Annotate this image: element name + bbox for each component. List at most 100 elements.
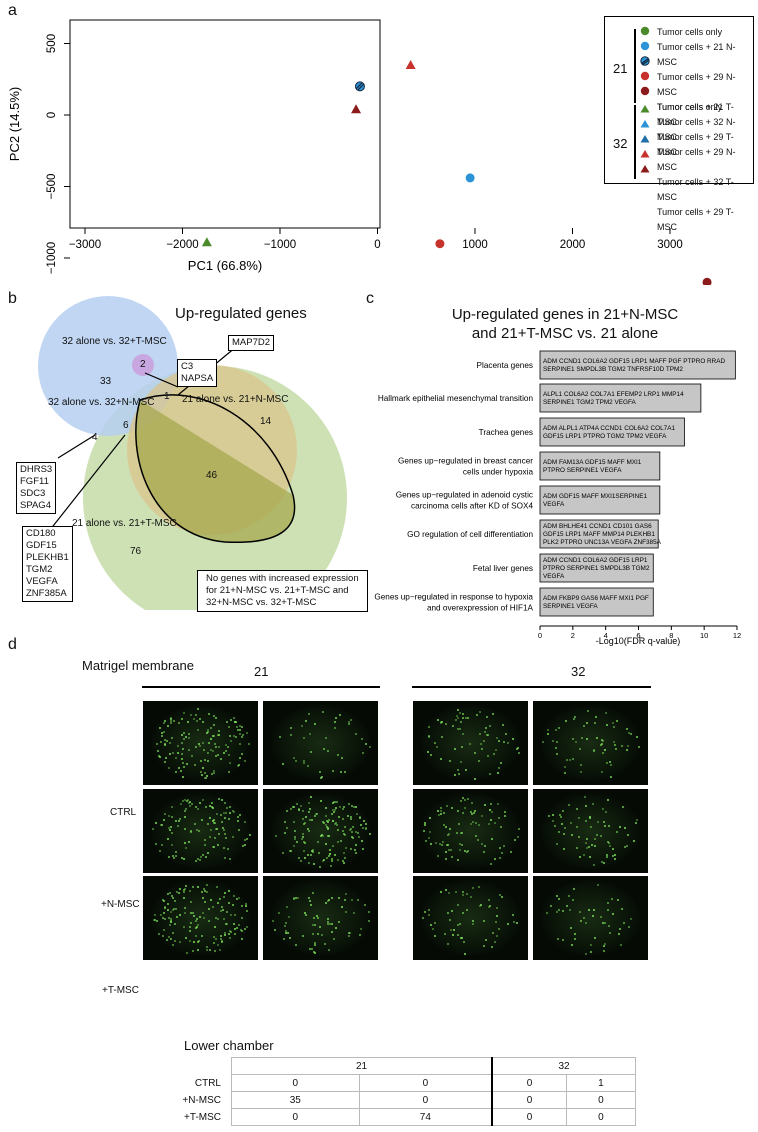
legend-bracket-32 xyxy=(634,105,636,179)
gsea-category-label: Hallmark epithelial mesenchymal transiti… xyxy=(378,394,534,403)
pca-xlabel: PC1 (66.8%) xyxy=(188,258,262,273)
pca-ytick-label: 500 xyxy=(46,34,58,53)
micrograph-image xyxy=(143,789,258,873)
pca-xtick-label: −1000 xyxy=(264,239,296,251)
panel-label-d: d xyxy=(8,636,17,653)
gsea-bar-chart: ADM CCND1 COL6A2 GDF15 LRP1 MAFF PGF PTP… xyxy=(374,350,741,646)
gsea-category-label: Placenta genes xyxy=(477,361,533,370)
venn-label-set2: 32 alone vs. 32+N-MSC xyxy=(48,397,155,408)
gsea-bar xyxy=(539,519,659,549)
gene-box-cd180: CD180 GDF15 PLEKHB1 TGM2 VEGFA ZNF385A xyxy=(22,526,73,602)
gsea-xtick-label: 10 xyxy=(700,631,708,640)
pca-point xyxy=(355,81,365,91)
col-32-line xyxy=(412,686,651,688)
venn-count: 2 xyxy=(140,359,146,370)
panel-label-c: c xyxy=(366,290,374,307)
pca-ytick-label: 0 xyxy=(46,112,58,118)
venn-count: 1 xyxy=(164,391,170,402)
gsea-bar-genes: ADM CCND1 COL6A2 GDF15 LRP1 MAFF PGF PTP… xyxy=(543,358,726,373)
venn-count: 14 xyxy=(260,416,272,427)
venn-count: 6 xyxy=(123,420,129,431)
table-row: CTRL 0 0 0 1 xyxy=(181,1074,637,1092)
pca-xtick-label: 3000 xyxy=(657,239,683,251)
table-header-32: 32 xyxy=(491,1057,637,1075)
gsea-bar xyxy=(539,451,661,481)
gsea-xtick-label: 4 xyxy=(604,631,608,640)
gsea-bar xyxy=(539,485,661,515)
legend-group-32: 32 xyxy=(613,136,628,151)
venn-label-set3: 21 alone vs. 21+N-MSC xyxy=(182,394,289,405)
legend-item: Tumor cells + 29 N-MSC xyxy=(657,147,736,172)
venn-count: 33 xyxy=(100,376,112,387)
pca-xtick-label: −3000 xyxy=(69,239,101,251)
micrograph-image xyxy=(533,789,648,873)
gsea-category-label: Trachea genes xyxy=(479,428,533,437)
col-21-line xyxy=(142,686,380,688)
micrograph-image xyxy=(143,876,258,960)
pca-xtick-label: 1000 xyxy=(462,239,488,251)
pca-legend: 21 32 Tumor cells only Tumor cells + 21 … xyxy=(604,16,754,232)
gsea-bar xyxy=(539,383,702,413)
legend-item: Tumor cells + 32 T-MSC xyxy=(657,177,734,202)
legend-item: Tumor cells + 29 T-MSC xyxy=(657,132,734,157)
legend-item: Tumor cells + 21 N-MSC xyxy=(657,42,736,67)
legend-item: Tumor cells + 21 T-MSC xyxy=(657,102,734,127)
scale-bar xyxy=(148,981,178,983)
table-header-21: 21 xyxy=(231,1057,493,1075)
table-header-row: 21 32 xyxy=(181,1057,637,1075)
legend-item: Tumor cells + 29 T-MSC xyxy=(657,207,734,232)
micro-col-32: 32 xyxy=(571,664,586,679)
micrograph-image xyxy=(263,876,378,960)
pca-point xyxy=(351,104,362,114)
gene-box-dhrs3: DHRS3 FGF11 SDC3 SPAG4 xyxy=(16,462,57,514)
gsea-xtick-label: 0 xyxy=(538,631,542,640)
gsea-bar xyxy=(539,553,654,583)
gsea-xtick-label: 2 xyxy=(571,631,575,640)
legend-group-21: 21 xyxy=(613,61,628,76)
micrograph-image xyxy=(263,789,378,873)
venn-count: 46 xyxy=(206,470,218,481)
pca-point xyxy=(201,237,212,247)
gsea-bar xyxy=(539,350,736,380)
gsea-category-label: GO regulation of cell differentiation xyxy=(407,530,533,539)
venn-diagram xyxy=(38,296,347,610)
gsea-xtick-label: 6 xyxy=(636,631,640,640)
venn-count: 76 xyxy=(130,546,142,557)
pca-ylabel: PC2 (14.5%) xyxy=(7,87,22,161)
row-label-tmsc: +T-MSC xyxy=(102,985,139,996)
pca-ytick-label: −1000 xyxy=(46,242,58,274)
micrograph-image xyxy=(533,876,648,960)
scale-bar-label: 200 µm xyxy=(148,969,183,980)
lower-title: Lower chamber xyxy=(184,1038,274,1053)
micro-title: Matrigel membrane xyxy=(82,658,194,673)
legend-items-21: Tumor cells only Tumor cells + 21 N-MSC … xyxy=(657,25,753,160)
gsea-xlabel: -Log10(FDR q-value) xyxy=(596,636,681,646)
legend-items-32: Tumor cells only Tumor cells + 32 N-MSC … xyxy=(657,100,753,235)
gsea-xtick-label: 12 xyxy=(733,631,741,640)
venn-title: Up-regulated genes xyxy=(175,305,307,322)
pca-xtick-label: 0 xyxy=(374,239,380,251)
table-row: +N-MSC 35 0 0 0 xyxy=(181,1091,637,1109)
micrograph-image xyxy=(533,701,648,785)
pca-ytick-label: −500 xyxy=(46,174,58,200)
micro-col-21: 21 xyxy=(254,664,269,679)
legend-bracket-21 xyxy=(634,29,636,103)
gsea-category-label: Genes up−regulated in response to hypoxi… xyxy=(374,593,533,613)
pca-xtick-label: −2000 xyxy=(166,239,198,251)
legend-item: Tumor cells only xyxy=(657,27,723,37)
legend-item: Tumor cells + 29 N-MSC xyxy=(657,72,736,97)
venn-label-set1: 32 alone vs. 32+T-MSC xyxy=(62,336,167,347)
pca-point xyxy=(435,239,445,249)
lower-chamber-table: 21 32 CTRL 0 0 0 1 +N-MSC 35 0 0 0 +T-MS… xyxy=(181,1057,637,1126)
pca-point xyxy=(465,173,475,183)
legend-markers xyxy=(640,26,650,173)
pca-point xyxy=(405,59,416,69)
gsea-bar xyxy=(539,587,654,617)
